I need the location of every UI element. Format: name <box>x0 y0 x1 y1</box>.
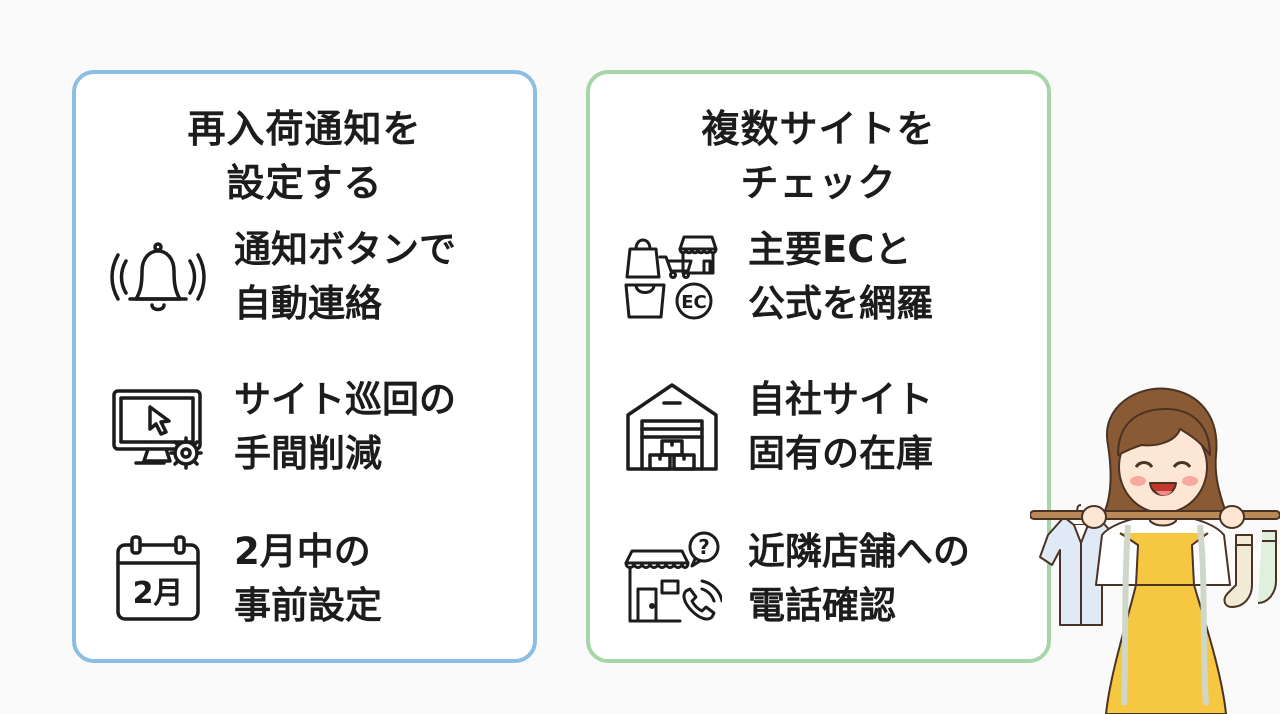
shop-staff-woman-illustration <box>1030 385 1280 714</box>
panel-title: 再入荷通知を 設定する <box>187 107 422 205</box>
item-text: 自社サイト 固有の在庫 <box>748 378 933 475</box>
panel-title: 複数サイトを チェック <box>701 107 936 205</box>
restock-notification-panel: 再入荷通知を 設定する 通知ボタンで 自動連絡 <box>72 70 537 663</box>
ec-label: EC <box>681 292 707 313</box>
list-item-own-site-stock: 自社サイト 固有の在庫 <box>620 372 933 482</box>
shopping-ec-icon: EC <box>620 227 724 327</box>
hanging-socks <box>1223 530 1277 608</box>
bell-icon <box>106 227 210 327</box>
warehouse-icon <box>620 377 724 477</box>
list-item-advance-setup: 2月 2月中の 事前設定 <box>106 524 382 634</box>
question-label: ? <box>698 535 710 559</box>
calendar-icon: 2月 <box>106 529 210 629</box>
list-item-store-phone-check: ? 近隣店舗への 電話確認 <box>620 524 970 634</box>
list-item-auto-notify: 通知ボタンで 自動連絡 <box>106 222 456 332</box>
list-item-cover-ec-official: EC 主要ECと 公式を網羅 <box>620 222 933 332</box>
item-text: 2月中の 事前設定 <box>234 530 382 627</box>
store-phone-question-icon: ? <box>620 529 724 629</box>
item-text: 通知ボタンで 自動連絡 <box>234 228 456 325</box>
item-text: サイト巡回の 手間削減 <box>234 378 456 475</box>
item-text: 近隣店舗への 電話確認 <box>748 530 970 627</box>
multi-site-check-panel: 複数サイトを チェック EC 主要ECと 公式を網羅 <box>586 70 1051 663</box>
list-item-reduce-site-patrol: サイト巡回の 手間削減 <box>106 372 456 482</box>
item-text: 主要ECと 公式を網羅 <box>748 228 933 325</box>
calendar-label: 2月 <box>133 576 184 611</box>
monitor-cursor-gear-icon <box>106 377 210 477</box>
